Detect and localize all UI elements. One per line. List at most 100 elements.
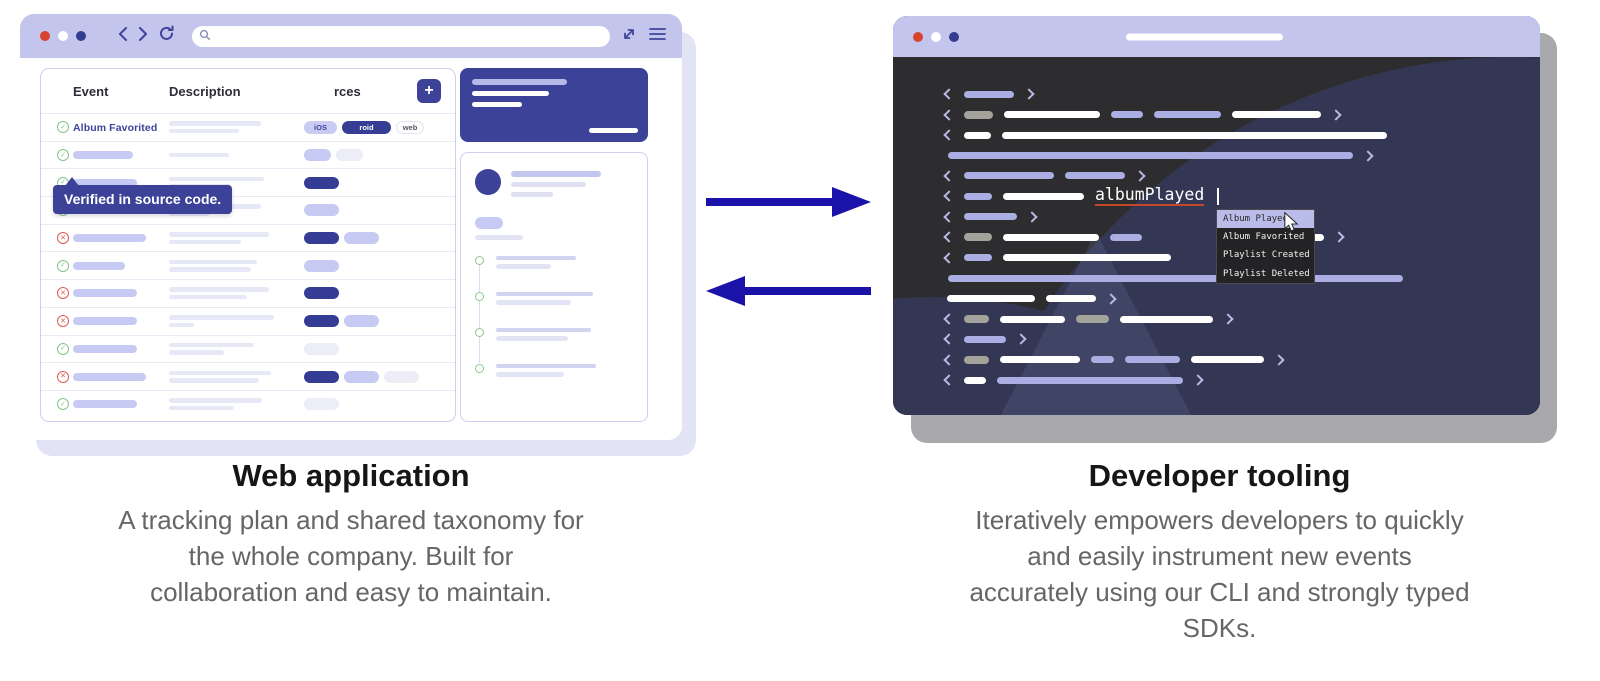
summary-card-button[interactable] [589, 128, 638, 133]
table-row[interactable]: ✓ [41, 389, 455, 418]
description-cell [169, 121, 304, 134]
code-line [943, 207, 1540, 227]
minimize-window-button[interactable] [931, 31, 941, 42]
timeline-bars [496, 291, 593, 305]
angle-right-icon [1273, 354, 1285, 366]
tracking-plan-table: Event Description rces + ✓Album Favorite… [40, 68, 456, 422]
table-row[interactable]: ✕ [41, 306, 455, 335]
angle-right-icon [1192, 374, 1204, 387]
description-cell [169, 232, 304, 245]
code-pill [1003, 233, 1099, 241]
table-row[interactable]: ✓ [41, 334, 455, 363]
angle-left-icon [943, 231, 955, 243]
left-caption-body: A tracking plan and shared taxonomy for … [118, 505, 584, 607]
event-name-bar [73, 234, 146, 243]
code-pill [964, 315, 989, 324]
source-pill [344, 232, 379, 245]
dropdown-item[interactable]: Album Favorited [1223, 232, 1305, 243]
address-bar[interactable] [192, 26, 610, 47]
search-input[interactable] [211, 30, 610, 43]
add-event-button[interactable]: + [417, 79, 441, 103]
arrow-right-icon [706, 187, 871, 217]
event-cell [73, 317, 169, 326]
failed-icon: ✕ [57, 315, 69, 328]
status-cell: ✓ [57, 342, 73, 355]
event-cell [73, 151, 169, 160]
source-pill [304, 287, 339, 300]
forward-button[interactable] [138, 26, 148, 46]
timeline-bars [496, 255, 576, 269]
column-header-event: Event [73, 83, 109, 99]
expand-icon[interactable] [621, 26, 637, 47]
close-window-button[interactable] [913, 31, 923, 42]
failed-icon: ✕ [57, 232, 69, 245]
description-cell [169, 152, 304, 158]
code-pill [997, 376, 1183, 384]
table-row[interactable]: ✕ [41, 279, 455, 307]
back-button[interactable] [118, 26, 128, 46]
verified-icon: ✓ [57, 149, 69, 162]
event-cell: Album Favorited [73, 118, 169, 136]
zoom-window-button[interactable] [76, 31, 86, 41]
web-app-window: Event Description rces + ✓Album Favorite… [20, 14, 682, 440]
profile-bar [511, 182, 586, 187]
table-row[interactable]: ✕ [41, 362, 455, 390]
table-row[interactable]: ✓ [41, 140, 455, 169]
event-name-bar [73, 400, 137, 409]
close-window-button[interactable] [40, 31, 50, 41]
table-row[interactable]: ✓ [41, 251, 455, 279]
code-pill [1076, 315, 1109, 324]
event-name-bar [73, 372, 146, 381]
code-pill [1000, 315, 1065, 323]
profile-bars [511, 169, 601, 197]
event-name-bar [73, 344, 137, 353]
title-placeholder [1125, 33, 1283, 40]
source-pill [304, 204, 339, 217]
section-pill [475, 217, 503, 229]
verified-icon: ✓ [57, 121, 69, 134]
code-pill [964, 90, 1014, 98]
code-pill [1003, 254, 1171, 262]
code-pill [1120, 315, 1213, 323]
refresh-button[interactable] [158, 25, 175, 47]
code-line [943, 350, 1540, 370]
zoom-window-button[interactable] [949, 31, 959, 42]
event-name: Album Favorited [73, 122, 158, 135]
code-line [943, 309, 1540, 329]
right-caption: Developer tooling Iteratively empowers d… [967, 458, 1472, 646]
minimize-window-button[interactable] [58, 31, 68, 41]
source-pill [336, 149, 363, 162]
code-pill [964, 254, 992, 262]
description-bar [169, 405, 234, 411]
dropdown-item[interactable]: Playlist Deleted [1223, 268, 1310, 279]
code-pill [948, 152, 1353, 160]
verified-tooltip: Verified in source code. [53, 177, 233, 214]
side-panel [460, 68, 648, 422]
status-cell: ✕ [57, 232, 73, 245]
source-pill [344, 315, 379, 328]
description-bar [169, 239, 241, 245]
timeline-bar [496, 363, 596, 368]
timeline-dot-icon [475, 363, 484, 373]
source-pill [304, 176, 339, 189]
code-pill [964, 192, 992, 200]
source-pill [304, 232, 339, 245]
angle-left-icon [943, 354, 955, 366]
menu-icon[interactable] [649, 27, 666, 46]
description-bar [169, 128, 239, 134]
angle-right-icon [1015, 333, 1027, 346]
angle-right-icon [1330, 108, 1342, 121]
description-bar [169, 121, 261, 126]
detail-card [460, 152, 648, 422]
code-pill [1110, 233, 1142, 241]
status-cell: ✕ [57, 315, 73, 328]
description-bar [169, 294, 247, 300]
sources-cell [304, 315, 443, 328]
dropdown-item[interactable]: Playlist Created [1223, 250, 1310, 261]
table-row[interactable]: ✕ [41, 223, 455, 252]
description-cell [169, 259, 304, 272]
summary-card-bars [472, 79, 636, 107]
